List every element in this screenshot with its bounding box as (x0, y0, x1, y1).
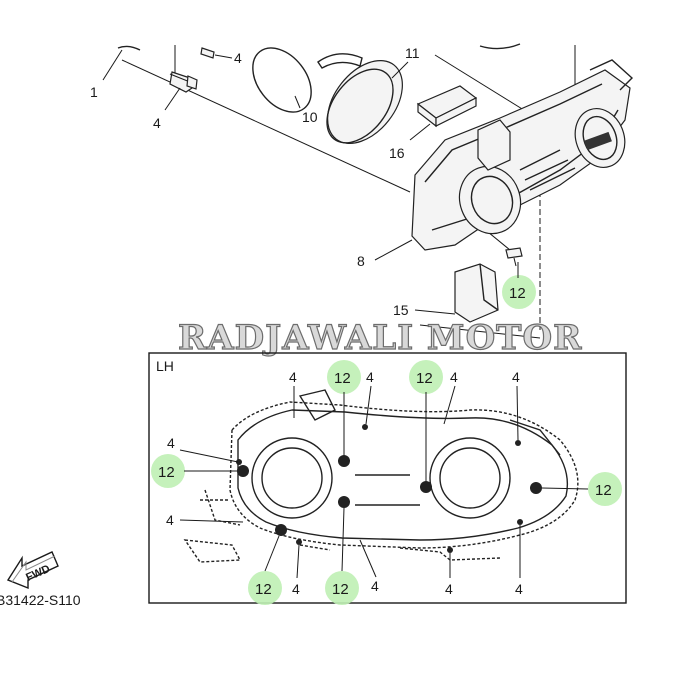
callout-12: 12 (416, 370, 433, 387)
bolt-12 (505, 247, 523, 267)
highlight-12 (325, 571, 359, 605)
guide-15 (454, 263, 499, 323)
callout-12: 12 (509, 285, 526, 302)
callout-4: 4 (289, 369, 297, 385)
callout-8: 8 (357, 253, 365, 269)
crankcase-outline (183, 389, 579, 563)
damper-16 (416, 85, 478, 128)
leader-line (294, 95, 301, 109)
lh-panel-frame (148, 352, 627, 604)
callout-12: 12 (334, 370, 351, 387)
callout-15: 15 (393, 302, 409, 318)
callout-4: 4 (167, 435, 175, 451)
highlight-12 (151, 454, 185, 488)
callout-4: 4 (366, 369, 374, 385)
leader-line (374, 239, 413, 261)
highlight-12 (588, 472, 622, 506)
callout-16: 16 (389, 145, 405, 161)
clip-part (317, 53, 363, 69)
callout-4: 4 (515, 581, 523, 597)
leader-line (164, 87, 181, 111)
callout-4: 4 (371, 578, 379, 594)
lh-leader-lines (179, 385, 589, 579)
callout-1: 1 (90, 84, 98, 100)
highlight-12 (327, 360, 361, 394)
lh-panel: LH (148, 352, 627, 605)
upper-exploded-view: 1 4 4 10 11 16 (90, 43, 634, 339)
callout-4-left: 4 (153, 115, 161, 131)
bolt-4 (169, 71, 198, 93)
callout-12: 12 (158, 464, 175, 481)
callout-4-top: 4 (234, 50, 242, 66)
callout-11: 11 (405, 45, 420, 61)
callout-12: 12 (255, 581, 272, 598)
reference-line (419, 324, 541, 339)
lh-panel-label: LH (156, 358, 174, 374)
watermark-text: RADJAWALI MOTOR (178, 318, 582, 358)
leader-line (391, 61, 409, 79)
part-fragment (479, 43, 521, 50)
leader-line (409, 123, 431, 141)
o-ring-10 (252, 47, 312, 113)
callout-12: 12 (595, 482, 612, 499)
cap-11 (326, 60, 403, 144)
callout-10: 10 (302, 109, 318, 125)
highlight-12 (409, 360, 443, 394)
callout-4: 4 (512, 369, 520, 385)
fwd-arrow: FWD (6, 551, 59, 590)
callout-4: 4 (445, 581, 453, 597)
leader-line (102, 49, 123, 81)
part-1-edge (117, 45, 141, 51)
bolt-holes (236, 424, 542, 553)
crankcase-cover-8 (411, 59, 634, 251)
callout-4: 4 (450, 369, 458, 385)
diagram-code: B31422-S110 (0, 592, 81, 608)
logo-badge (584, 131, 612, 151)
highlight-12 (248, 571, 282, 605)
leader-line (414, 309, 456, 315)
callout-4: 4 (292, 581, 300, 597)
leader-line (214, 54, 233, 59)
highlight-12 (502, 275, 536, 309)
small-bolt-4 (200, 47, 215, 59)
callout-4: 4 (166, 512, 174, 528)
callout-12: 12 (332, 581, 349, 598)
